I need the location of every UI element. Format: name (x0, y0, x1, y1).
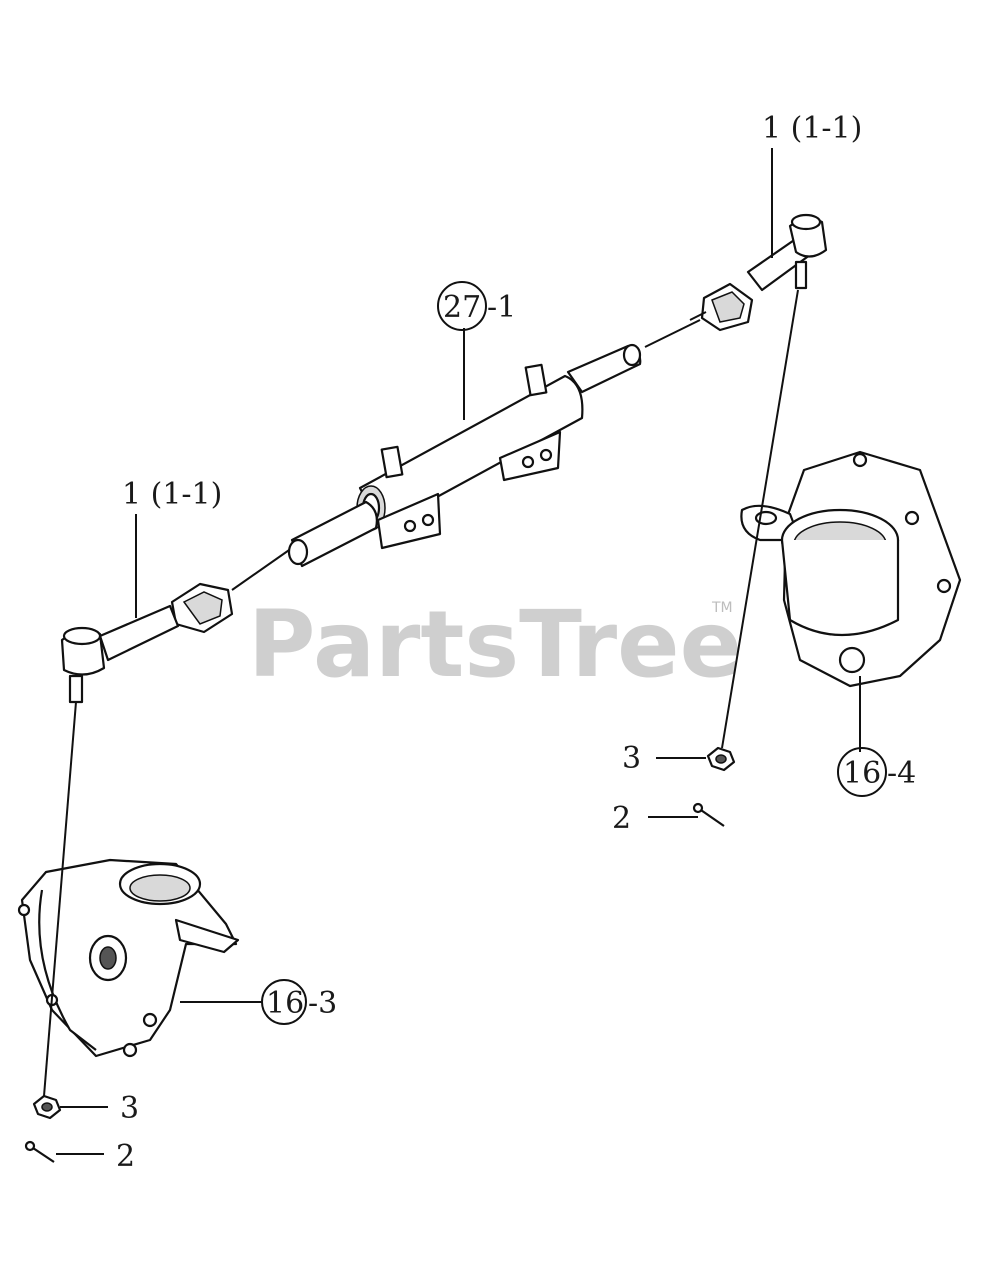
explode-line-left (43, 701, 77, 1097)
callout-circle-hub-left (261, 979, 307, 1025)
watermark-trademark: TM (711, 600, 733, 616)
callout-pin-left: 2 (116, 1139, 135, 1174)
callout-hub-right-number: 16 (843, 756, 881, 791)
castle-nut-right[interactable] (706, 746, 736, 772)
callout-hub-left-suffix: -3 (308, 986, 337, 1021)
callout-hub-left-number: 16 (266, 986, 304, 1021)
tie-rod-end-upper[interactable] (689, 213, 828, 332)
callout-nut-right: 3 (622, 741, 641, 776)
castle-nut-left[interactable] (32, 1094, 62, 1120)
spindle-housing-right[interactable] (740, 450, 962, 688)
callout-nut-left: 3 (120, 1091, 139, 1126)
callout-hub-right-suffix: -4 (887, 756, 916, 791)
axis-line-lower (231, 547, 293, 591)
steering-cylinder[interactable] (287, 343, 642, 568)
tie-rod-end-lower[interactable] (60, 582, 234, 704)
callout-tie-rod-lower: 1 (1-1) (122, 477, 222, 512)
callout-tie-rod-upper: 1 (1-1) (762, 111, 862, 146)
callout-circle-cylinder (437, 281, 487, 331)
axis-line-upper (644, 319, 701, 348)
watermark-text: PartsTree (248, 591, 742, 698)
cotter-pin-left[interactable] (24, 1140, 55, 1163)
explode-line-right (721, 289, 799, 749)
cotter-pin-right[interactable] (692, 802, 725, 827)
callout-cylinder-suffix: -1 (487, 290, 516, 325)
callout-pin-right: 2 (612, 801, 631, 836)
spindle-housing-left[interactable] (17, 858, 240, 1058)
callout-cylinder-number: 27 (443, 290, 481, 325)
callout-circle-hub-right (837, 747, 887, 797)
